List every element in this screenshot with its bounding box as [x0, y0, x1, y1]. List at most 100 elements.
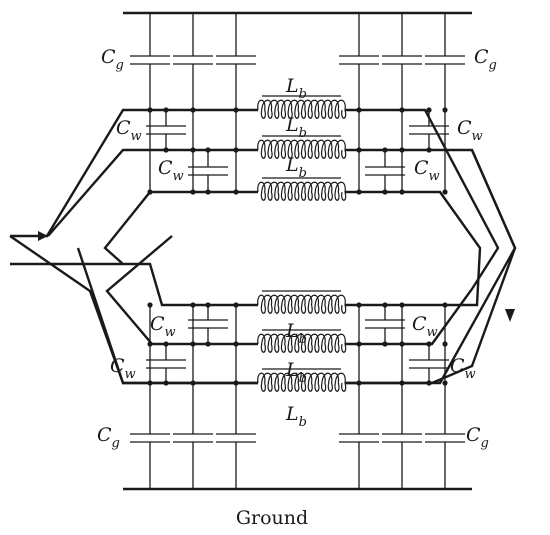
winding-1: [10, 108, 500, 346]
lb-label-2: Lb: [285, 114, 307, 141]
cg-label-top-right: Cg: [474, 46, 497, 73]
return-arrow: [505, 309, 515, 322]
junction-dot: [205, 189, 211, 195]
inductors: [257, 95, 347, 393]
cw-label-6: Cw: [110, 355, 136, 382]
cg-label-bottom-right: Cg: [466, 424, 489, 451]
capacitor-gap: [191, 56, 195, 64]
lb-label-5: Lb: [285, 359, 307, 386]
lb-label-top: Lb: [285, 75, 307, 102]
inductor-coil: [257, 372, 347, 392]
junction-dot: [190, 107, 196, 113]
junction-dot: [205, 147, 211, 153]
inductor-coil: [257, 294, 347, 314]
capacitor-gap: [427, 360, 431, 368]
junction-dot: [147, 380, 153, 386]
junction-dot: [205, 302, 211, 308]
capacitor-gap: [206, 167, 210, 175]
winding-2: [9, 148, 517, 385]
capacitor-gap: [383, 167, 387, 175]
lb-label-3: Lb: [285, 154, 307, 181]
junction-dot: [147, 189, 153, 195]
junction-dot: [190, 341, 196, 347]
junction-dot: [205, 341, 211, 347]
junction-dot: [233, 341, 239, 347]
junction-dot: [399, 302, 405, 308]
cw-label-7: Cw: [412, 313, 438, 340]
lb-label-4: Lb: [285, 320, 307, 347]
capacitors: [130, 55, 465, 443]
winding-3: [10, 190, 482, 307]
junction-dot: [442, 189, 448, 195]
capacitor-leads: [149, 13, 446, 489]
capacitor-gap: [148, 56, 152, 64]
capacitor-gap: [206, 320, 210, 328]
junction-dot: [356, 147, 362, 153]
junction-dot: [233, 302, 239, 308]
junction-dot: [442, 107, 448, 113]
junction-dot: [356, 380, 362, 386]
capacitor-gap: [400, 56, 404, 64]
junction-dot: [356, 341, 362, 347]
capacitor-gap: [164, 126, 168, 134]
junction-dot: [233, 147, 239, 153]
capacitor-gap: [234, 56, 238, 64]
junction-dot: [442, 380, 448, 386]
junction-dot: [147, 302, 153, 308]
cw-label-8: Cw: [450, 355, 476, 382]
capacitor-gap: [400, 434, 404, 442]
junction-dot: [147, 107, 153, 113]
junction-dot: [190, 380, 196, 386]
cw-label-4: Cw: [414, 157, 440, 184]
junction-dot: [399, 107, 405, 113]
junction-dot: [399, 147, 405, 153]
junction-dot: [426, 380, 432, 386]
junction-dot: [399, 189, 405, 195]
capacitor-gap: [164, 360, 168, 368]
capacitor-gap: [383, 320, 387, 328]
junction-dot: [382, 189, 388, 195]
junction-dot: [382, 147, 388, 153]
junction-dot: [356, 189, 362, 195]
junction-dot: [399, 341, 405, 347]
lb-label-bottom: Lb: [285, 403, 307, 430]
cw-label-3: Cw: [457, 117, 483, 144]
junction-dot: [147, 341, 153, 347]
junction-dot: [426, 107, 432, 113]
inductor-coil: [257, 333, 347, 353]
input-arrow: [38, 231, 48, 241]
capacitor-gap: [443, 434, 447, 442]
junction-dot: [356, 107, 362, 113]
winding-4: [76, 149, 517, 385]
cg-label-top-left: Cg: [101, 46, 124, 73]
junction-dot: [163, 341, 169, 347]
capacitor-gap: [443, 56, 447, 64]
inductor-coil: [257, 181, 347, 201]
inductor-coil: [257, 99, 347, 119]
junction-dot: [356, 302, 362, 308]
capacitor-gap: [148, 434, 152, 442]
junction-dot: [163, 147, 169, 153]
capacitor-gap: [234, 434, 238, 442]
capacitor-gap: [357, 434, 361, 442]
junction-dot: [190, 147, 196, 153]
capacitor-gap: [427, 126, 431, 134]
junction-dot: [426, 147, 432, 153]
junction-dot: [442, 302, 448, 308]
junction-dot: [382, 341, 388, 347]
junction-dot: [382, 302, 388, 308]
junction-dot: [442, 341, 448, 347]
junction-dot: [399, 380, 405, 386]
junction-dot: [163, 107, 169, 113]
junction-dot: [233, 107, 239, 113]
junction-dot: [426, 341, 432, 347]
junction-dot: [233, 380, 239, 386]
cw-label-2: Cw: [158, 157, 184, 184]
junction-dot: [233, 189, 239, 195]
cw-label-5: Cw: [150, 313, 176, 340]
inductor-coil: [257, 139, 347, 159]
junction-dots: [147, 107, 448, 386]
capacitor-gap: [191, 434, 195, 442]
ground-label: Ground: [236, 507, 308, 529]
